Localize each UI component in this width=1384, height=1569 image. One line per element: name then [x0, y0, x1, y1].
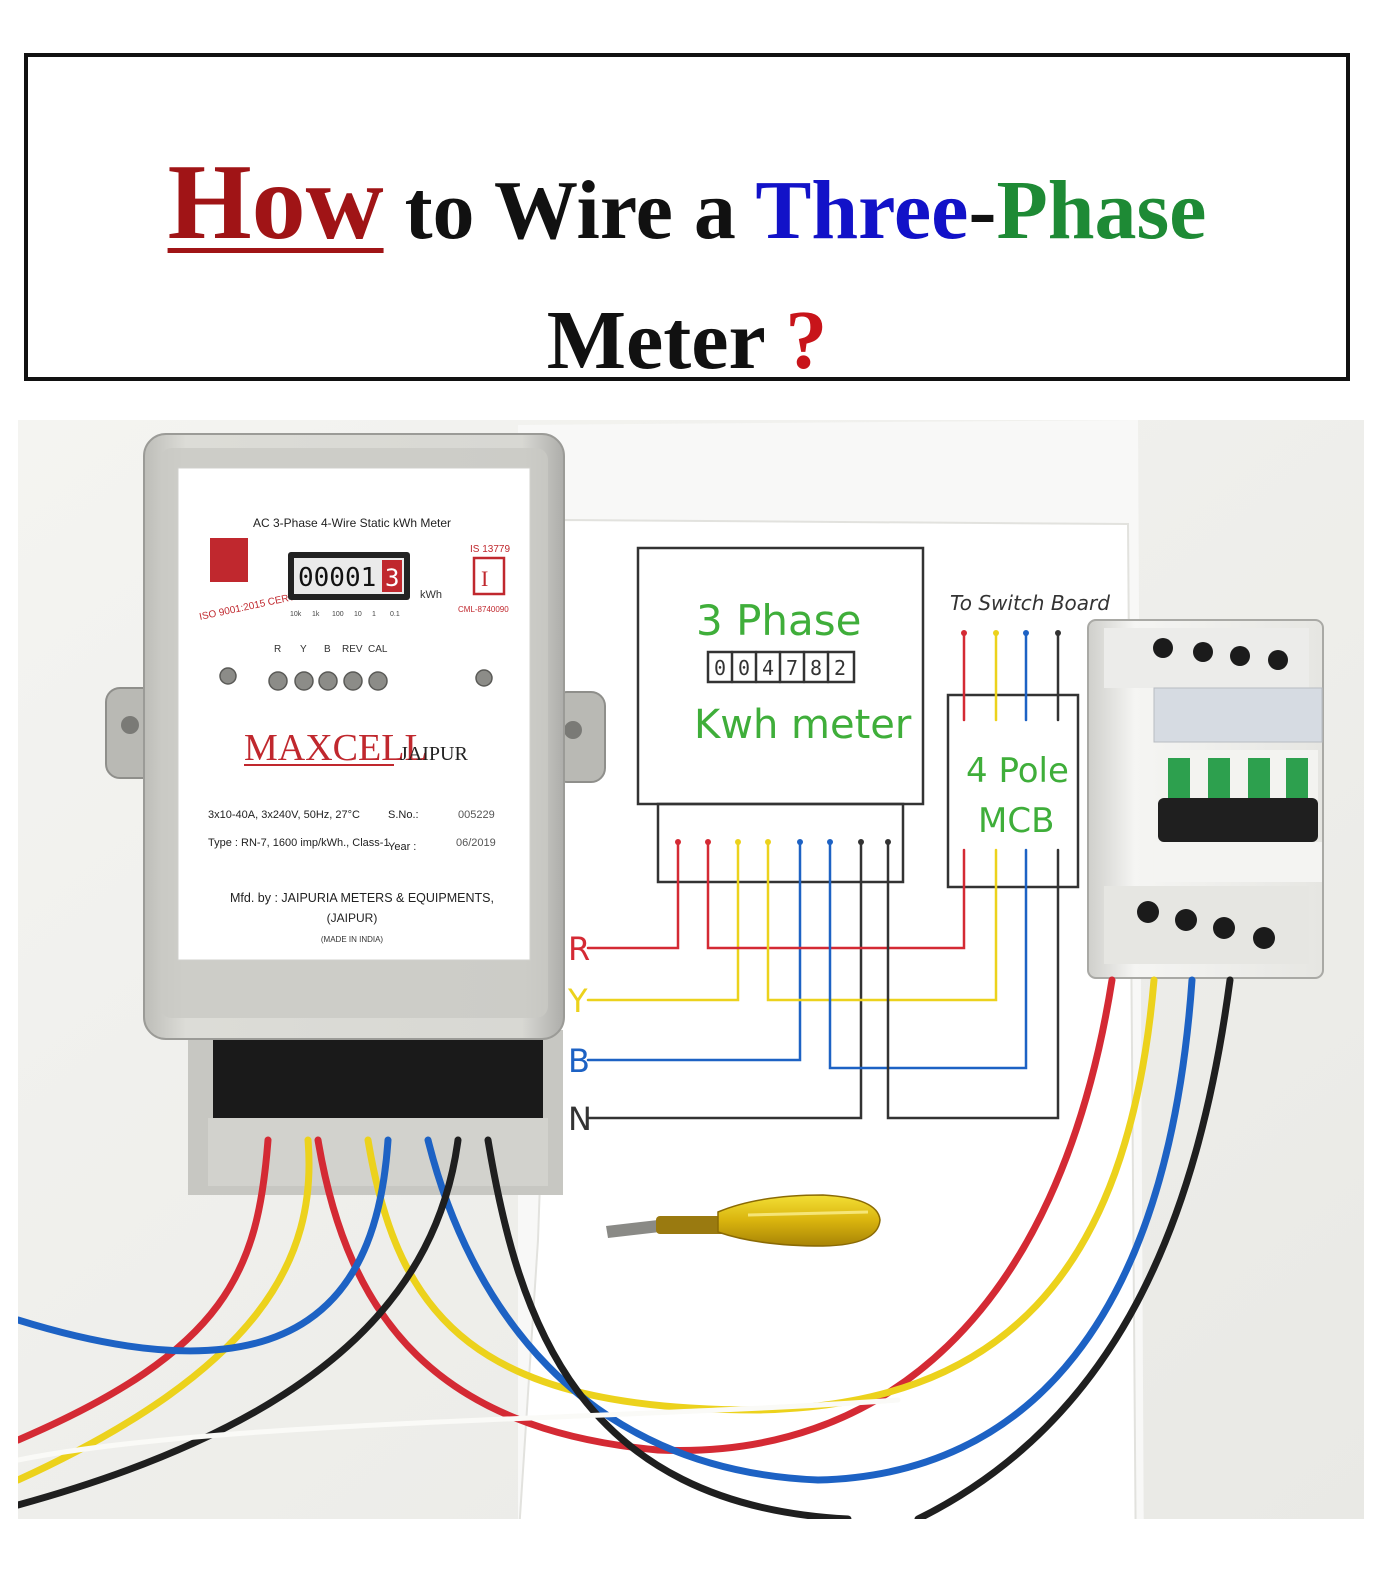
meter-led-labels: R Y B REV CAL — [274, 644, 388, 655]
title-question-mark: ? — [785, 294, 828, 387]
meter-reading-last: 3 — [385, 564, 399, 592]
meter-scale: 10k 1k 100 10 1 0.1 — [290, 611, 400, 618]
meter-cml: CML-8740090 — [458, 605, 509, 614]
energy-meter — [105, 433, 606, 1040]
diagram-terminal-block — [656, 802, 905, 884]
meter-scale-label: 1k — [312, 611, 320, 618]
diagram-to-switch-label: To Switch Board — [950, 591, 1110, 615]
paper-sheet — [518, 518, 1137, 1519]
diagram-wire-n — [586, 840, 863, 1120]
screwdriver — [606, 1194, 881, 1247]
diagram-out-y — [766, 840, 998, 1002]
meter-spec-1: 3x10-40A, 3x240V, 50Hz, 27°C — [208, 809, 360, 821]
mcb-4-pole — [1087, 619, 1324, 979]
meter-label: AC 3-Phase 4-Wire Static kWh Meter ISO 9… — [198, 516, 510, 944]
diagram-mcb-line2: MCB — [978, 801, 1054, 841]
meter-made-in: (MADE IN INDIA) — [321, 935, 384, 944]
diagram-wire-b — [586, 840, 802, 1062]
diagram-meter-line2: Kwh meter — [694, 702, 912, 748]
wire-yellow-in — [18, 1136, 313, 1484]
diagram-out-b — [828, 840, 1028, 1070]
led-label: R — [274, 644, 281, 655]
title-word-three: Three — [755, 164, 969, 257]
diagram-meter-line1: 3 Phase — [696, 596, 861, 645]
diagram-mcb-line1: 4 Pole — [966, 751, 1069, 791]
led-label: B — [324, 644, 331, 655]
meter-spec-2: Type : RN-7, 1600 imp/kWh., Class-1 — [208, 837, 390, 849]
title-line-2: Meter ? — [28, 299, 1346, 383]
meter-isi-glyph: I — [481, 566, 488, 591]
meter-brand: MAXCELL — [244, 727, 428, 769]
diagram-out-r — [706, 840, 966, 950]
meter-scale-label: 100 — [332, 611, 344, 618]
wire-black-in — [18, 1136, 462, 1509]
meter-serial-label: S.No.: — [388, 809, 419, 821]
diagram-wire-r — [586, 840, 680, 950]
meter-scale-label: 10k — [290, 611, 302, 618]
diagram-digit: 2 — [834, 656, 846, 680]
title-word-phase: Phase — [996, 164, 1207, 257]
wiring-diagram — [586, 546, 1080, 1120]
diagram-wire-y — [586, 840, 740, 1002]
led-label: CAL — [368, 644, 388, 655]
diagram-digit: 4 — [762, 656, 774, 680]
meter-leds — [219, 667, 493, 691]
wire-red-out — [314, 976, 1116, 1454]
diagram-digit: 0 — [738, 656, 750, 680]
meter-scale-label: 0.1 — [390, 611, 400, 618]
diagram-label-y: Y — [567, 982, 588, 1020]
diagram-mcb-box — [946, 693, 1080, 889]
meter-logo — [210, 538, 248, 582]
diagram-out-n — [886, 840, 1060, 1120]
wire-white-sheath — [18, 1397, 901, 1463]
diagram-digit: 7 — [786, 656, 798, 680]
diagram-label-b: B — [568, 1042, 590, 1080]
meter-is-code: IS 13779 — [470, 544, 510, 555]
title-text-mid: to Wire a — [383, 164, 756, 257]
diagram-digit: 8 — [810, 656, 822, 680]
meter-mfd: Mfd. by : JAIPURIA METERS & EQUIPMENTS, — [230, 891, 494, 905]
meter-header: AC 3-Phase 4-Wire Static kWh Meter — [253, 516, 451, 530]
wire-black-out — [484, 976, 1234, 1519]
diagram-reading-digits: 0 0 4 7 8 2 — [714, 656, 846, 680]
meter-unit: kWh — [420, 589, 442, 601]
title-banner: How to Wire a Three-Phase Meter ? — [24, 53, 1350, 383]
title-line-1: How to Wire a Three-Phase — [28, 149, 1346, 257]
wires — [18, 976, 1234, 1519]
title-word-meter: Meter — [546, 294, 786, 387]
diagram-label-n: N — [568, 1100, 592, 1138]
wire-blue-in — [18, 1136, 392, 1355]
meter-mfd-city: (JAIPUR) — [327, 911, 378, 925]
meter-reading: 00001 — [298, 563, 376, 593]
wire-red-in — [18, 1136, 272, 1444]
title-word-how: How — [167, 143, 384, 262]
meter-serial-value: 005229 — [458, 809, 495, 821]
title-hyphen: - — [968, 164, 997, 257]
wiring-photo: To Switch Board 3 Phase 0 0 4 7 8 2 Kwh … — [18, 420, 1364, 1519]
meter-isi-mark — [472, 556, 506, 596]
diagram-label-r: R — [568, 930, 590, 968]
photo-illustration: To Switch Board 3 Phase 0 0 4 7 8 2 Kwh … — [18, 420, 1364, 1519]
diagram-digit: 0 — [714, 656, 726, 680]
meter-scale-label: 1 — [372, 611, 376, 618]
meter-scale-label: 10 — [354, 611, 362, 618]
meter-year-value: 06/2019 — [456, 837, 496, 849]
meter-city: JAIPUR — [400, 743, 468, 765]
wire-blue-out — [424, 976, 1196, 1484]
led-label: REV — [342, 644, 363, 655]
led-label: Y — [300, 644, 307, 655]
meter-year-label: Year : — [388, 841, 416, 853]
